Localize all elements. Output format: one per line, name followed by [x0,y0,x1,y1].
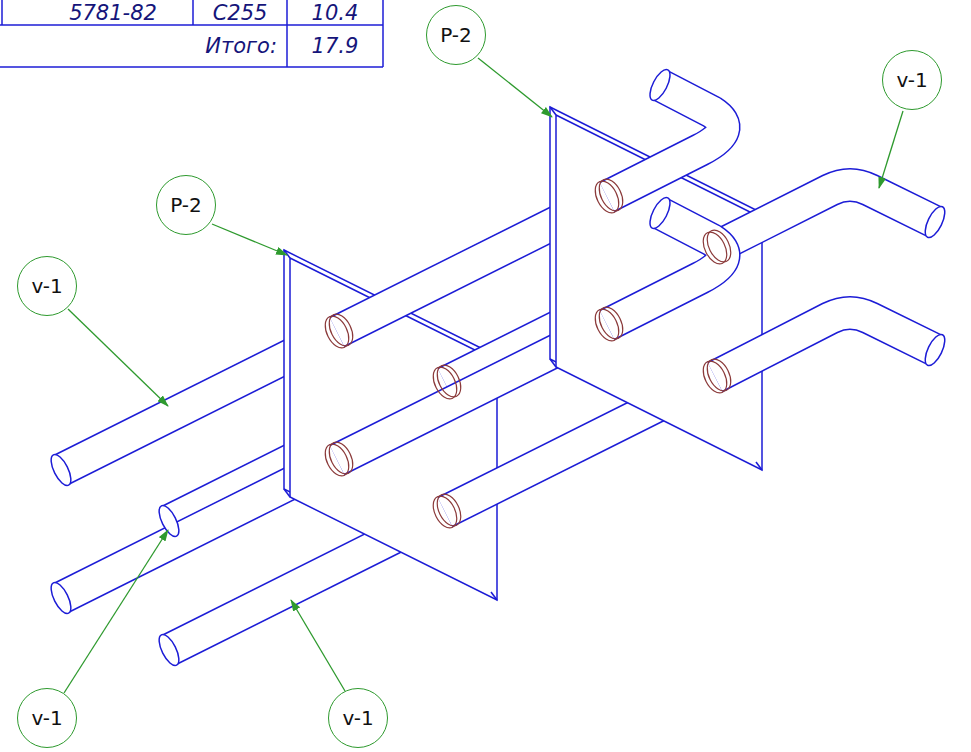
weld-mark [590,175,735,396]
weld-mark [320,310,465,531]
callout-number: P-2 [170,193,202,217]
callout-number: P-2 [440,23,472,47]
leader-line [64,58,903,693]
bar-end [47,452,183,669]
callout-number: v-1 [342,706,373,730]
callout-number: v-1 [31,274,62,298]
callout-circle: v-1 [882,50,942,110]
callout-circle: v-1 [328,688,388,748]
table-cell: 17.9 [312,36,359,57]
callout-number: v-1 [31,706,62,730]
rebar-group [607,85,935,377]
spec-table [0,0,383,67]
callout-circle: v-1 [17,256,77,316]
callout-number: v-1 [896,68,927,92]
table-cell: Итого: [205,36,277,57]
table-cell: С255 [213,3,268,24]
bar-end [646,67,949,369]
table-cell: 5781-82 [69,3,157,24]
callout-circle: P-2 [426,5,486,65]
callout-circle: v-1 [17,688,77,748]
callout-circle: P-2 [156,175,216,235]
table-cell: 10.4 [312,3,359,24]
